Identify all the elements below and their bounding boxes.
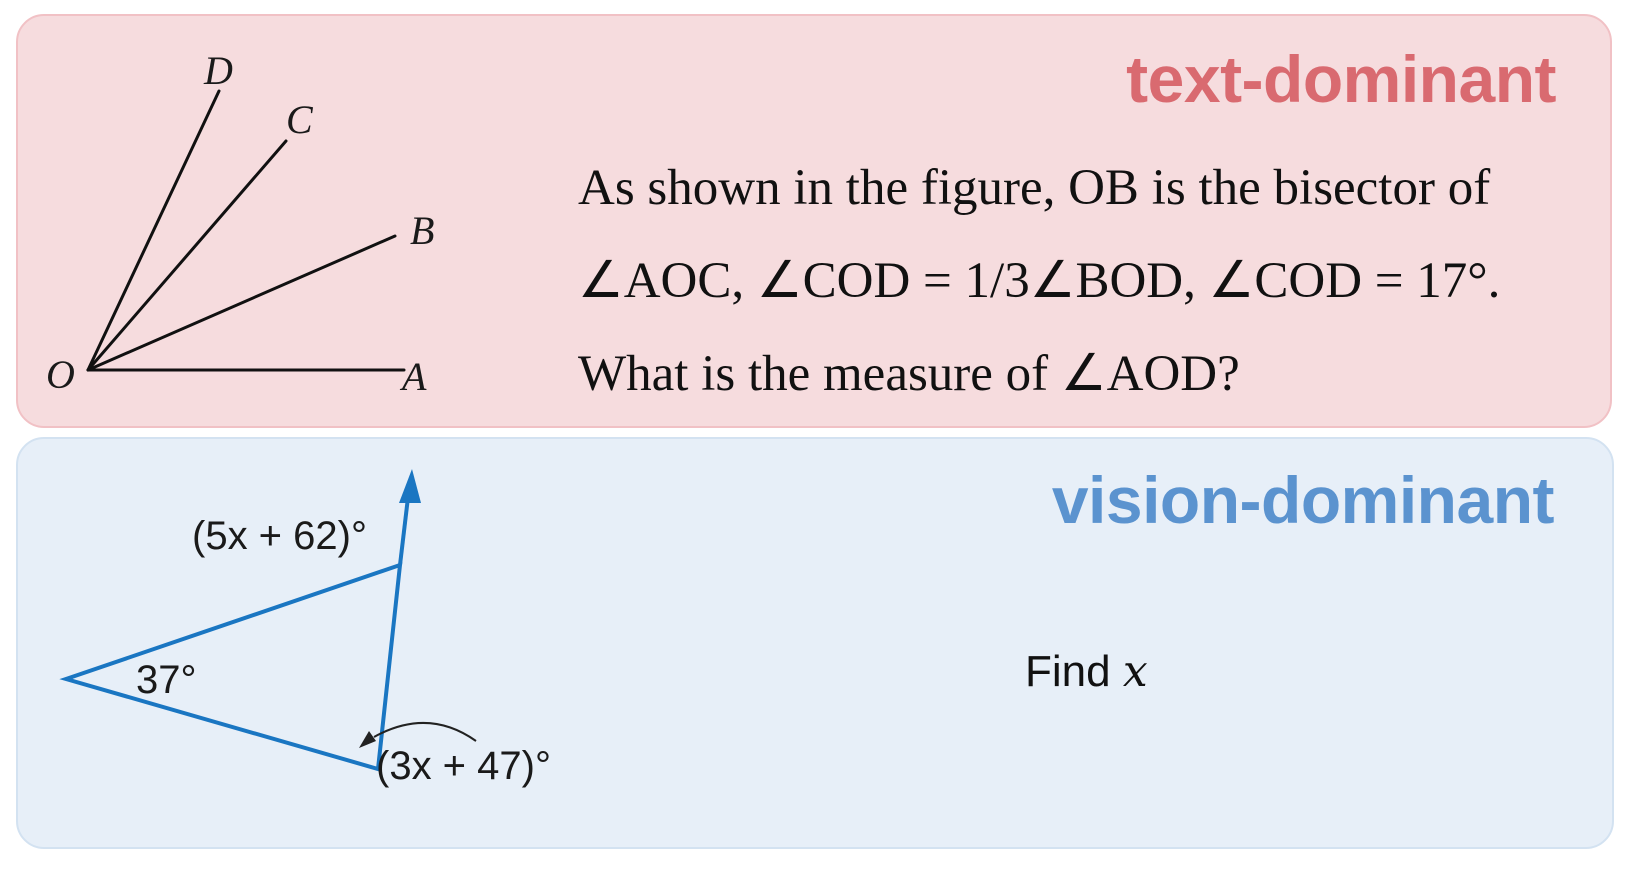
angle-bisector-figure: O A B C D — [46, 48, 434, 399]
point-label-o: O — [46, 352, 75, 397]
vision-dominant-title: vision-dominant — [1051, 463, 1555, 537]
find-variable: x — [1122, 646, 1148, 697]
angle-arc — [373, 721, 477, 742]
ray-oc — [86, 139, 288, 372]
point-label-c: C — [286, 97, 314, 142]
angle-label-top: (5x + 62)° — [192, 514, 367, 558]
ray-od — [86, 89, 221, 372]
point-label-a: A — [399, 354, 427, 399]
ray-ob — [86, 234, 397, 372]
vision-dominant-question: Find x — [1025, 646, 1148, 697]
point-label-b: B — [410, 208, 434, 253]
arc-arrowhead-icon — [359, 731, 376, 748]
question-line-3: What is the measure of ∠AOD? — [578, 346, 1240, 402]
angle-label-left: 37° — [136, 658, 197, 702]
triangle — [59, 562, 403, 772]
angle-label-bottom: (3x + 47)° — [376, 744, 551, 788]
text-dominant-panel: text-dominant O A B C D As shown in the … — [16, 14, 1612, 428]
text-dominant-title: text-dominant — [1126, 42, 1556, 116]
arrowhead-icon — [399, 469, 421, 503]
vision-dominant-panel: vision-dominant (5x + 62)° 37° (3x + 47)… — [16, 437, 1614, 849]
question-line-2: ∠AOC, ∠COD = 1/3∠BOD, ∠COD = 17°. — [578, 253, 1501, 309]
point-label-d: D — [203, 48, 233, 93]
question-line-1: As shown in the figure, OB is the bisect… — [578, 160, 1491, 216]
text-dominant-question: As shown in the figure, OB is the bisect… — [578, 142, 1500, 421]
find-prefix: Find — [1025, 647, 1123, 696]
triangle-exterior-angle-figure: (5x + 62)° 37° (3x + 47)° — [59, 469, 551, 788]
